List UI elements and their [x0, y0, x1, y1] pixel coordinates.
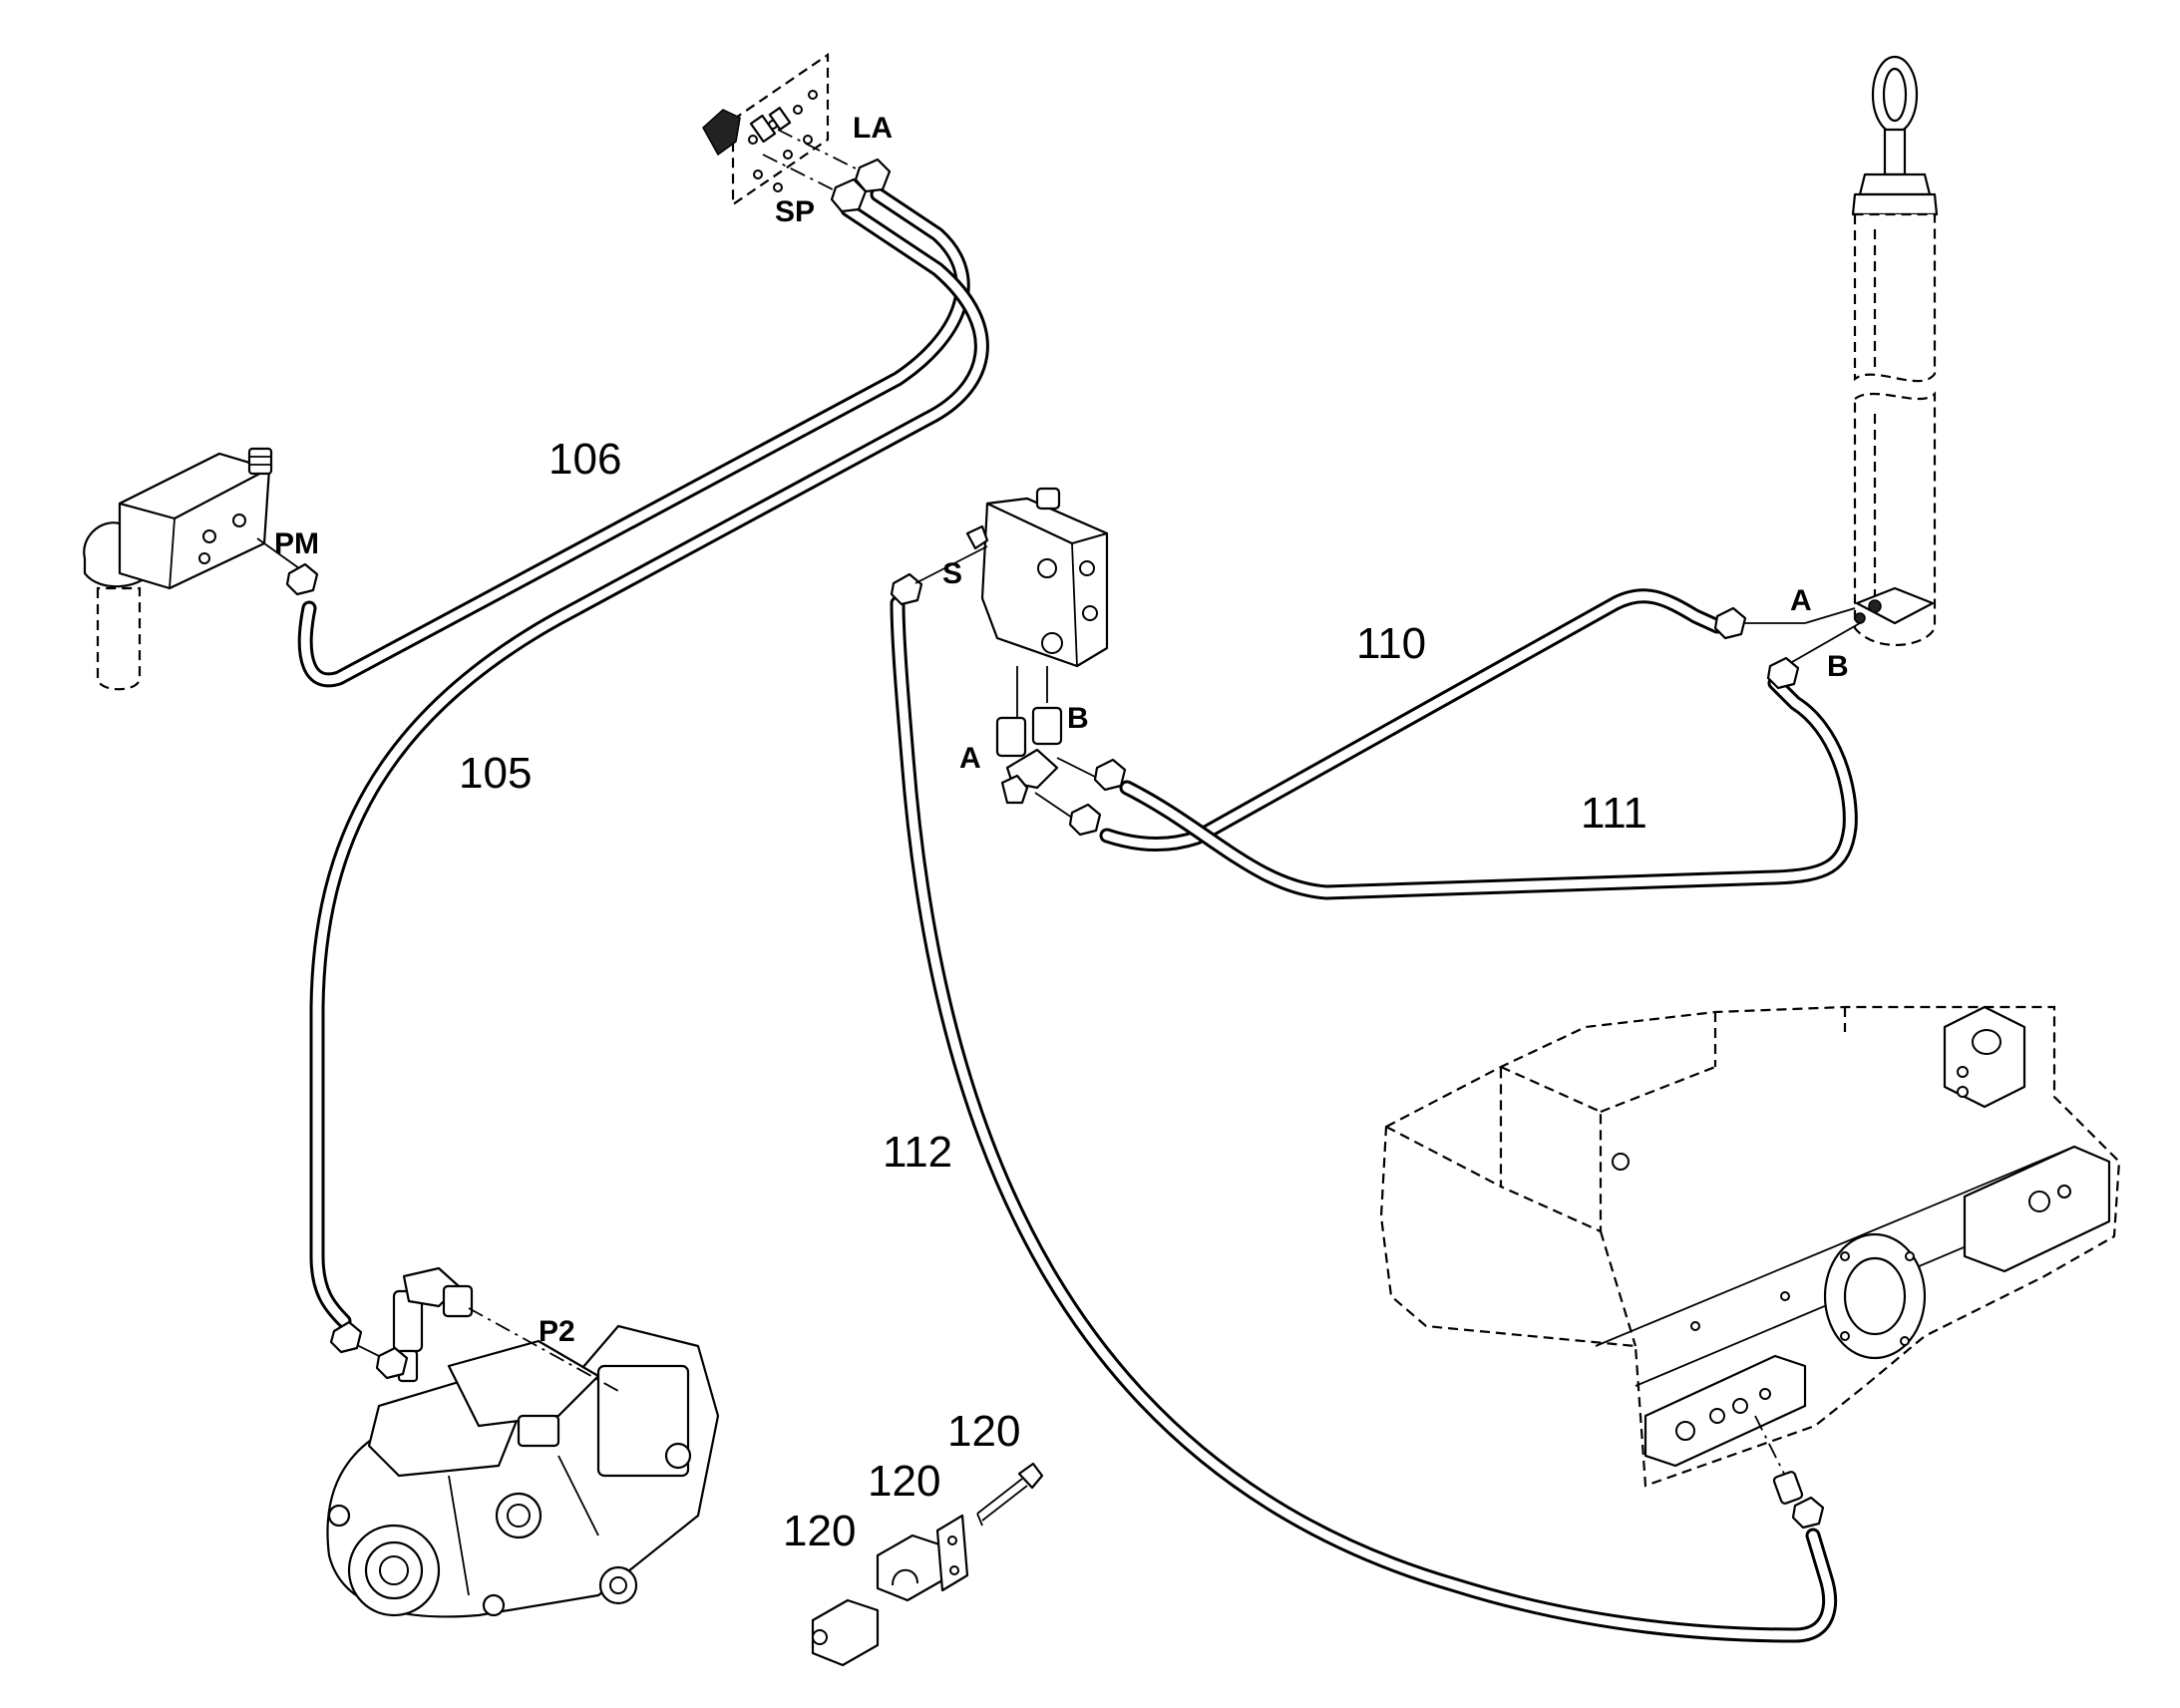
hydraulic-pump	[326, 1266, 720, 1618]
callout-112: 112	[883, 1128, 952, 1177]
hose-106	[297, 186, 970, 688]
priority-valve-plate	[702, 52, 892, 213]
axle-frame	[1379, 1005, 2121, 1530]
hose-110	[1099, 588, 1725, 852]
port-label-b-cylinder: B	[1827, 650, 1849, 683]
port-label-b-valve: B	[1067, 702, 1089, 735]
port-label-a-cylinder: A	[1790, 584, 1812, 617]
port-label-a-valve: A	[959, 742, 981, 775]
callout-120-bolt: 120	[947, 1407, 1020, 1456]
steering-cylinder	[1713, 55, 1939, 690]
port-label-la: LA	[853, 112, 893, 145]
callout-120-plate: 120	[868, 1457, 940, 1506]
callout-105: 105	[459, 749, 532, 798]
hose-111	[1119, 675, 1858, 900]
callout-111: 111	[1581, 789, 1647, 838]
clamp-assembly	[811, 1462, 1044, 1667]
port-label-p2: P2	[539, 1315, 575, 1348]
callout-110: 110	[1356, 619, 1426, 668]
steering-valve	[890, 487, 1127, 837]
port-label-sp: SP	[775, 195, 815, 228]
port-labels: LA SP PM S A B A B P2	[274, 112, 1849, 1348]
callout-106: 106	[548, 435, 621, 484]
port-label-pm: PM	[274, 527, 319, 560]
hose-112	[890, 595, 1838, 1643]
callout-120-clamp: 120	[783, 1507, 856, 1555]
port-label-s: S	[942, 557, 962, 590]
callout-labels: 106 105 110 111 112 120 120 120	[459, 435, 1647, 1555]
pressure-filter	[83, 447, 319, 691]
hose-105	[309, 201, 989, 1329]
